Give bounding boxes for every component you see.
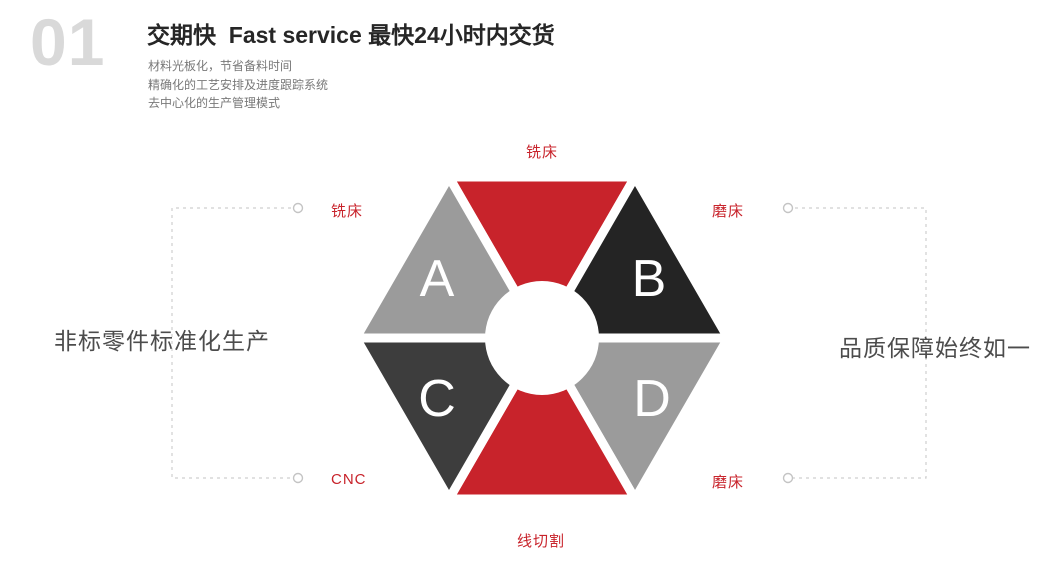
bullet-list: 材料光板化，节省备料时间 精确化的工艺安排及进度跟踪系统 去中心化的生产管理模式 <box>148 57 328 113</box>
left-caption: 非标零件标准化生产 <box>54 328 270 354</box>
right-caption: 品质保障始终如一 <box>839 335 1031 361</box>
bullet-item: 精确化的工艺安排及进度跟踪系统 <box>148 77 329 92</box>
dashed-connector-left <box>171 207 298 479</box>
label-lower-left: CNC <box>331 471 367 488</box>
label-upper-left: 铣床 <box>331 203 364 220</box>
connector-dot <box>292 202 304 214</box>
bullet-item: 去中心化的生产管理模式 <box>148 96 281 110</box>
segment-letter-a: A <box>420 250 455 308</box>
segment-upper-left-triangle <box>348 168 550 343</box>
segment-letter-c: C <box>418 370 456 428</box>
label-upper-right: 磨床 <box>712 203 745 220</box>
label-bottom: 线切割 <box>516 533 566 550</box>
page-title: 交期快 Fast service 最快24小时内交货 <box>147 22 555 48</box>
connector-dot <box>782 202 794 214</box>
connector-dot <box>292 472 304 484</box>
section-number: 01 <box>30 5 106 79</box>
label-top: 铣床 <box>525 144 559 161</box>
label-lower-right: 磨床 <box>712 474 745 491</box>
connector-dot <box>782 472 794 484</box>
segment-letter-d: D <box>633 370 671 428</box>
dashed-connector-right <box>788 207 927 479</box>
segment-letter-b: B <box>632 250 667 308</box>
bullet-item: 材料光板化，节省备料时间 <box>148 59 293 73</box>
center-circle <box>485 281 599 395</box>
